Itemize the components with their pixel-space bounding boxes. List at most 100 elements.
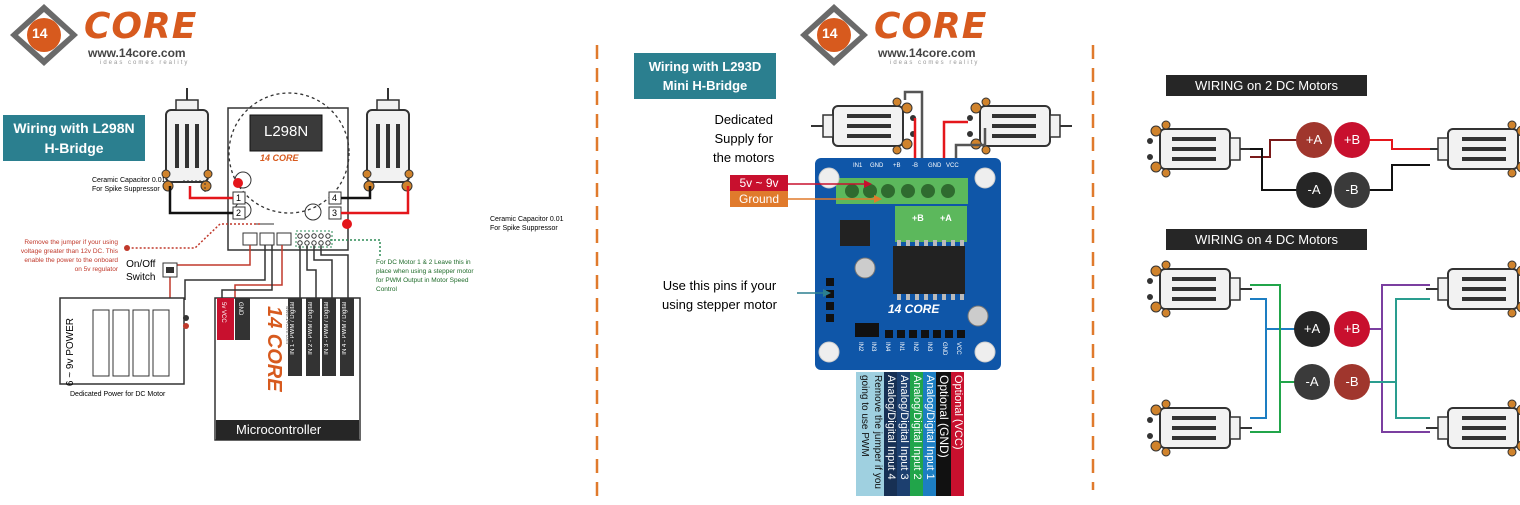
two-motor-right — [1425, 120, 1520, 178]
power-caption: Dedicated Power for DC Motor — [70, 391, 166, 398]
l298n-title-line2: H-Bridge — [44, 140, 104, 156]
mcu-pin-in4: IN 4 - PWM / Digital — [342, 302, 348, 355]
switch-label: On/Off Switch — [126, 258, 155, 284]
header-two-motors: WIRING on 2 DC Motors — [1166, 75, 1367, 96]
pin-strip-input-1: Analog/Digital Input 1 — [923, 372, 936, 496]
logo-diamond-icon — [10, 4, 78, 66]
mcu-pin-gnd: GND — [237, 302, 243, 316]
four-minus-a: -A — [1294, 364, 1330, 400]
l298n-chip-highlight — [228, 92, 350, 214]
board-bottom-pin: VCC — [955, 342, 961, 355]
cap-right-note: Ceramic Capacitor 0.01 For Spike Suppres… — [490, 215, 564, 233]
board-bottom-pin: IN3 — [926, 342, 932, 352]
l293d-motor-left — [810, 97, 917, 155]
l298n-power-wires — [124, 223, 381, 300]
logo-word: CORE — [874, 6, 988, 47]
jumper-note-line1: Remove the jumper if your using — [24, 239, 118, 246]
board-bottom-pin: IN3 — [870, 342, 876, 352]
pin-strip-input-2: Analog/Digital Input 2 — [910, 372, 923, 496]
supply-line1: Dedicated — [714, 112, 773, 127]
logo-tagline: ideas comes reality — [890, 60, 980, 66]
board-terminal-b: +B — [912, 213, 924, 223]
pin-strip-optional-vcc: Optional (VCC) — [951, 372, 964, 496]
board-bottom-pin: IN4 — [884, 342, 890, 352]
jumper-note-line3: enable the power to the onboard — [24, 257, 118, 264]
cap-right-line2: For Spike Suppressor — [490, 225, 558, 232]
cap-left-line2: For Spike Suppressor — [92, 186, 160, 193]
switch-line1: On/Off — [126, 259, 156, 270]
l298n-chip-label: L298N — [264, 123, 309, 140]
board-top-pin: IN1 — [853, 163, 863, 169]
mcu-pin-vcc: 5v VCC — [220, 302, 226, 323]
logo-diamond-icon — [800, 4, 868, 66]
l298n-title: Wiring with L298N H-Bridge — [3, 115, 145, 161]
l293d-board — [815, 158, 1001, 370]
l298n-title-line1: Wiring with L298N — [13, 120, 135, 136]
header-four-motors: WIRING on 4 DC Motors — [1166, 229, 1367, 250]
l298n-motor-left — [161, 87, 213, 192]
stepper-line2: using stepper motor — [662, 297, 777, 312]
terminal-4: 4 — [332, 193, 338, 203]
pin-strip-input-4: Analog/Digital Input 4 — [884, 372, 897, 496]
dedicated-supply-label: Dedicated Supply for the motors — [713, 110, 774, 167]
board-bottom-pin: GND — [941, 342, 947, 356]
four-motor-bottom-left — [1147, 400, 1252, 456]
board-top-pin: +B — [893, 163, 901, 169]
board-top-pin: GND — [928, 163, 942, 169]
terminal-3: 3 — [332, 208, 338, 218]
stepper-line1: Use this pins if your — [662, 278, 777, 293]
jumper-note: Remove the jumper if your using voltage … — [10, 238, 118, 274]
l298n-motor-right — [362, 87, 414, 192]
battery-pack — [59, 297, 189, 385]
logo-badge: 14 — [32, 25, 48, 41]
pin-strip-optional-gnd: Optional (GND) — [936, 372, 951, 496]
logo-left: 14 CORE www.14core.com ideas comes reali… — [8, 2, 228, 68]
two-minus-b: -B — [1334, 172, 1370, 208]
four-motor-top-right — [1425, 260, 1520, 318]
logo-word: CORE — [84, 6, 198, 47]
board-top-pin: -B — [912, 163, 918, 169]
board-bottom-pin: IN1 — [898, 342, 904, 352]
dc-note-line3: for PWM Output in Motor Speed — [376, 277, 469, 284]
logo-middle: 14 CORE www.14core.com ideas comes reali… — [798, 2, 1018, 68]
switch-line2: Switch — [126, 272, 156, 283]
mcu-pin-in2: IN 2 - PWM / Digital — [308, 302, 314, 355]
two-minus-a: -A — [1296, 172, 1332, 208]
board-terminal-a: +A — [940, 213, 952, 223]
logo-url: www.14core.com — [878, 46, 976, 60]
l298n-board-logo: 14 CORE — [260, 153, 299, 163]
logo-badge: 14 — [822, 25, 838, 41]
board-top-pin: VCC — [946, 163, 959, 169]
dc-motor-note: For DC Motor 1 & 2 Leave this in place w… — [376, 258, 474, 294]
terminal-2: 2 — [236, 208, 242, 218]
four-motor-bottom-right — [1425, 399, 1520, 457]
supply-line3: the motors — [713, 150, 775, 165]
four-plus-a: +A — [1294, 311, 1330, 347]
four-plus-b: +B — [1334, 311, 1370, 347]
dc-note-line2: place when using a stepper motor — [376, 268, 474, 275]
supply-line2: Supply for — [714, 131, 773, 146]
ground-badge: Ground — [730, 191, 788, 207]
jumper-note-line2: voltage greater than 12v DC. This — [20, 248, 118, 255]
board-bottom-pin: IN2 — [912, 342, 918, 352]
board-top-pin: GND — [870, 163, 884, 169]
l293d-title: Wiring with L293D Mini H-Bridge — [634, 53, 776, 99]
pin-strip-pwm-jumper: Remove the jumper if you going to use PW… — [856, 372, 884, 496]
l298n-board — [227, 92, 352, 251]
l293d-title-line1: Wiring with L293D — [648, 59, 762, 74]
l298n-chip — [249, 114, 323, 152]
four-motor-wires — [1250, 284, 1430, 433]
two-plus-a: +A — [1296, 122, 1332, 158]
mcu-logo-url: www.14core.com — [284, 306, 290, 345]
mcu-logo: 14 CORE — [263, 306, 285, 392]
mcu-pin-in3: IN 3 - PWM / Digital — [324, 302, 330, 355]
cap-left-line1: Ceramic Capacitor 0.01 — [92, 177, 166, 184]
l293d-motor-wires — [903, 90, 987, 160]
l293d-board-logo: 14 CORE — [888, 302, 940, 316]
dc-note-line4: Control — [376, 286, 397, 293]
terminal-1: 1 — [236, 193, 242, 203]
voltage-badge: 5v ~ 9v — [730, 175, 788, 191]
logo-url: www.14core.com — [88, 46, 186, 60]
dc-note-line1: For DC Motor 1 & 2 Leave this in — [376, 259, 471, 266]
